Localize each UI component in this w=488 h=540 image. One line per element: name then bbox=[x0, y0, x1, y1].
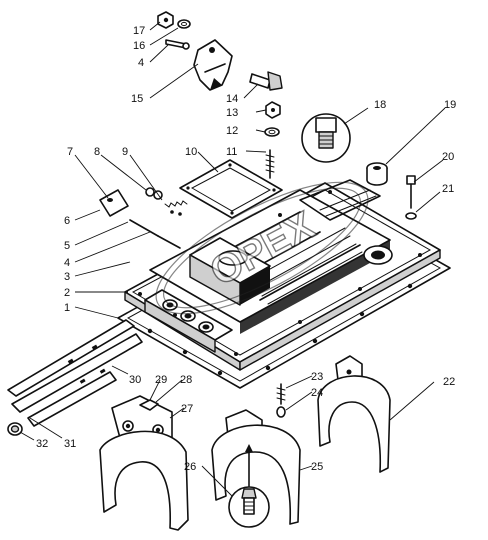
callout-30: 30 bbox=[129, 374, 141, 386]
callout-28: 28 bbox=[180, 374, 192, 386]
callout-10: 10 bbox=[185, 146, 197, 158]
callout-labels: 17 16 4 15 14 13 12 11 10 18 19 20 21 7 … bbox=[36, 25, 456, 473]
callout-31: 31 bbox=[64, 438, 76, 450]
washer-21 bbox=[405, 212, 417, 220]
callout-9: 9 bbox=[122, 146, 128, 158]
callout-14: 14 bbox=[226, 93, 238, 105]
callout-18: 18 bbox=[374, 99, 386, 111]
lever-bracket-15 bbox=[193, 39, 233, 91]
detent-rod-7 bbox=[129, 219, 181, 249]
callout-25: 25 bbox=[311, 461, 323, 473]
callout-16: 16 bbox=[133, 40, 145, 52]
callout-29: 29 bbox=[155, 374, 167, 386]
callout-21: 21 bbox=[442, 183, 454, 195]
callout-15: 15 bbox=[131, 93, 143, 105]
bolt-20 bbox=[406, 175, 416, 209]
callout-27: 27 bbox=[181, 403, 193, 415]
callout-23: 23 bbox=[311, 371, 323, 383]
callout-4: 4 bbox=[64, 257, 70, 269]
nut-13 bbox=[265, 101, 281, 119]
plug-32 bbox=[7, 422, 23, 436]
detent-spring-9 bbox=[164, 200, 188, 216]
callout-32: 32 bbox=[36, 438, 48, 450]
stud-11 bbox=[265, 149, 275, 179]
screw-detail-26 bbox=[228, 444, 270, 528]
nut-17 bbox=[157, 11, 174, 29]
callout-4-top: 4 bbox=[138, 57, 144, 69]
plug-19 bbox=[366, 162, 388, 186]
callout-5: 5 bbox=[64, 240, 70, 252]
callout-17: 17 bbox=[133, 25, 145, 37]
screw-23 bbox=[276, 383, 286, 405]
shift-fork-25 bbox=[211, 409, 301, 525]
shift-rods bbox=[7, 319, 143, 427]
callout-20: 20 bbox=[442, 151, 454, 163]
callout-3: 3 bbox=[64, 271, 70, 283]
inspection-window-frame bbox=[179, 159, 283, 219]
callout-13: 13 bbox=[226, 107, 238, 119]
shift-housing-cover bbox=[124, 179, 441, 371]
callout-1: 1 bbox=[64, 302, 70, 314]
callout-6: 6 bbox=[64, 215, 70, 227]
detent-plug-6 bbox=[99, 189, 129, 217]
washer-12 bbox=[264, 127, 280, 137]
shift-fork-27 bbox=[99, 395, 189, 531]
breather-detail-18 bbox=[301, 113, 351, 163]
shift-fork-22 bbox=[317, 355, 391, 473]
callout-22: 22 bbox=[443, 376, 455, 388]
washer-16 bbox=[177, 19, 191, 29]
callout-2: 2 bbox=[64, 287, 70, 299]
washer-24 bbox=[276, 406, 286, 418]
callout-19: 19 bbox=[444, 99, 456, 111]
pin-4-top bbox=[165, 39, 190, 50]
leader-lines bbox=[19, 21, 446, 497]
callout-7: 7 bbox=[67, 146, 73, 158]
callout-8: 8 bbox=[94, 146, 100, 158]
bolt-14 bbox=[249, 71, 283, 91]
callout-24: 24 bbox=[311, 387, 323, 399]
callout-26: 26 bbox=[184, 461, 196, 473]
callout-12: 12 bbox=[226, 125, 238, 137]
callout-11: 11 bbox=[226, 146, 237, 158]
